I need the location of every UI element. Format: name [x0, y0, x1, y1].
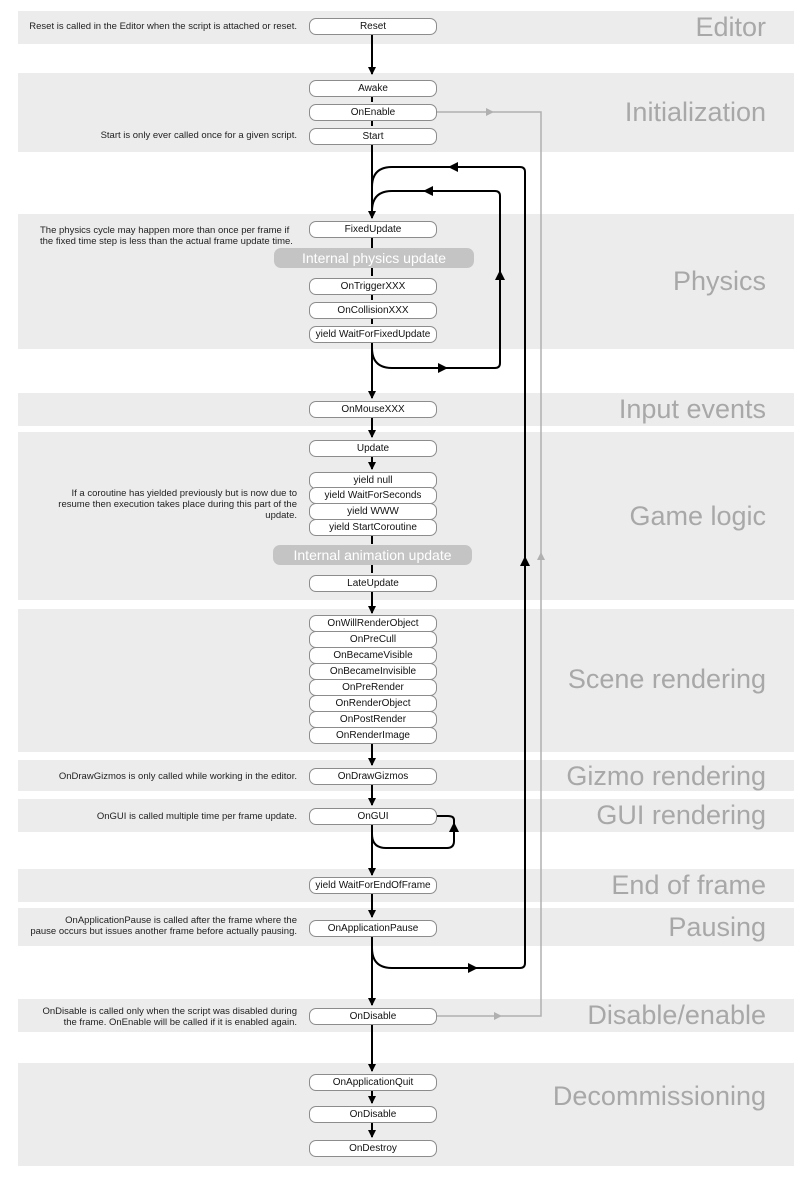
note-pause-line-2: pause occurs but issues another frame be…	[30, 926, 297, 937]
node-onprecull: OnPreCull	[309, 631, 437, 648]
note-gizmos: OnDrawGizmos is only called while workin…	[59, 771, 297, 782]
node-onrenderobject: OnRenderObject	[309, 695, 437, 712]
ongui-loop-arrow	[371, 815, 455, 849]
node-onbecamevisible: OnBecameVisible	[309, 647, 437, 664]
node-ontriggerxxx: OnTriggerXXX	[309, 278, 437, 295]
note-gui-line-1: OnGUI is called multiple time per frame …	[96, 811, 297, 822]
frame-loop-arrowhead-top	[448, 162, 458, 172]
node-update: Update	[309, 440, 437, 457]
section-gizmo-rendering: Gizmo rendering	[566, 761, 766, 791]
node-ondrawgizmos: OnDrawGizmos	[309, 768, 437, 785]
node-lateupdate: LateUpdate	[309, 575, 437, 592]
node-fixedupdate: FixedUpdate	[309, 221, 437, 238]
note-pause: OnApplicationPause is called after the f…	[30, 915, 297, 937]
note-start-line-1: Start is only ever called once for a giv…	[100, 130, 297, 141]
section-editor: Editor	[695, 12, 766, 42]
ongui-loop-arrowhead	[449, 822, 459, 832]
node-onpostrender: OnPostRender	[309, 711, 437, 728]
node-yield-startcoroutine: yield StartCoroutine	[309, 519, 437, 536]
pill-internal-physics-update: Internal physics update	[274, 248, 474, 268]
pill-internal-animation-update: Internal animation update	[273, 545, 472, 565]
node-onapplicationquit: OnApplicationQuit	[309, 1074, 437, 1091]
node-yield-waitforseconds: yield WaitForSeconds	[309, 487, 437, 504]
note-coroutine-line-3: update.	[265, 510, 297, 521]
node-yield-waitforendofframe: yield WaitForEndOfFrame	[309, 877, 437, 894]
node-onmousexxx: OnMouseXXX	[309, 401, 437, 418]
node-awake: Awake	[309, 80, 437, 97]
frame-loop-arrow	[371, 166, 526, 969]
note-gui: OnGUI is called multiple time per frame …	[97, 811, 297, 822]
section-initialization: Initialization	[624, 97, 766, 127]
note-coroutine: If a coroutine has yielded previously bu…	[58, 488, 297, 521]
note-disable-line-2: the frame. OnEnable will be called if it…	[63, 1017, 297, 1028]
node-onprerender: OnPreRender	[309, 679, 437, 696]
note-reset: Reset is called in the Editor when the s…	[29, 21, 297, 32]
section-input-events: Input events	[618, 394, 766, 424]
node-yield-www: yield WWW	[309, 503, 437, 520]
node-onwillrenderobject: OnWillRenderObject	[309, 615, 437, 632]
section-scene-rendering: Scene rendering	[567, 664, 766, 694]
section-disable-enable: Disable/enable	[587, 1000, 766, 1030]
frame-loop-arrowhead-bottom	[468, 963, 478, 973]
note-reset-line-1: Reset is called in the Editor when the s…	[29, 21, 297, 32]
node-start: Start	[309, 128, 437, 145]
physics-loop-arrowhead-right	[495, 270, 505, 280]
section-physics: Physics	[672, 266, 766, 296]
note-pause-line-1: OnApplicationPause is called after the f…	[65, 915, 297, 926]
node-ondisable: OnDisable	[309, 1008, 437, 1025]
note-physics-line-1: The physics cycle may happen more than o…	[40, 225, 290, 236]
node-reset: Reset	[309, 18, 437, 35]
note-disable-line-1: OnDisable is called only when the script…	[42, 1006, 297, 1017]
node-ondestroy: OnDestroy	[309, 1140, 437, 1157]
node-yield-waitforfixedupdate: yield WaitForFixedUpdate	[309, 326, 437, 343]
note-physics-line-2: the fixed time step is less than the act…	[40, 236, 293, 247]
note-start: Start is only ever called once for a giv…	[101, 130, 297, 141]
section-pausing: Pausing	[668, 912, 766, 942]
node-onapplicationpause: OnApplicationPause	[309, 920, 437, 937]
node-onbecameinvisible: OnBecameInvisible	[309, 663, 437, 680]
section-end-of-frame: End of frame	[611, 870, 766, 900]
note-coroutine-line-1: If a coroutine has yielded previously bu…	[71, 488, 298, 499]
node-onenable: OnEnable	[309, 104, 437, 121]
node-oncollisionxxx: OnCollisionXXX	[309, 302, 437, 319]
note-physics: The physics cycle may happen more than o…	[40, 225, 293, 247]
section-decommissioning: Decommissioning	[552, 1081, 766, 1111]
physics-loop-arrowhead-bottom	[438, 363, 448, 373]
section-gui-rendering: GUI rendering	[596, 800, 766, 830]
reenable-arrowhead-bottom	[494, 1012, 502, 1020]
frame-loop-arrowhead-right	[520, 556, 530, 566]
reenable-arrowhead-top	[486, 108, 494, 116]
reenable-arrowhead-mid	[537, 552, 545, 560]
note-coroutine-line-2: resume then execution takes place during…	[58, 499, 297, 510]
section-game-logic: Game logic	[629, 501, 766, 531]
physics-loop-arrowhead-top	[423, 186, 433, 196]
node-ondisable-decommission: OnDisable	[309, 1106, 437, 1123]
note-disable: OnDisable is called only when the script…	[42, 1006, 297, 1028]
node-onrenderimage: OnRenderImage	[309, 727, 437, 744]
node-ongui: OnGUI	[309, 808, 437, 825]
note-gizmos-line-1: OnDrawGizmos is only called while workin…	[58, 771, 297, 782]
